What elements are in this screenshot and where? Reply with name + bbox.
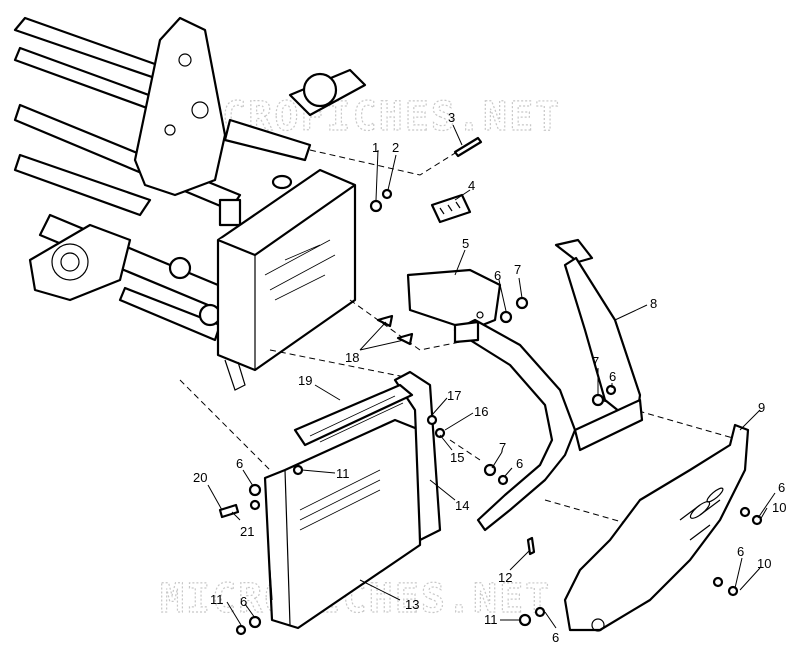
callout-11: 11 xyxy=(336,466,350,481)
callout-7: 7 xyxy=(592,354,599,369)
callout-6: 6 xyxy=(494,268,501,283)
callout-6: 6 xyxy=(778,480,785,495)
callout-1: 1 xyxy=(372,140,379,155)
callout-6: 6 xyxy=(240,594,247,609)
skid-plate-part-9 xyxy=(563,423,763,632)
bumper-part-8 xyxy=(453,238,644,532)
callout-17: 17 xyxy=(447,388,461,403)
callout-7: 7 xyxy=(499,440,506,455)
callout-2: 2 xyxy=(392,140,399,155)
callout-12: 12 xyxy=(498,570,512,585)
vehicle-frame xyxy=(13,16,367,342)
callout-21: 21 xyxy=(240,524,254,539)
callout-8: 8 xyxy=(650,296,657,311)
callout-4: 4 xyxy=(468,178,475,193)
grille-part-19 xyxy=(292,383,414,476)
callout-6: 6 xyxy=(609,369,616,384)
callout-18: 18 xyxy=(345,350,359,365)
callout-6: 6 xyxy=(236,456,243,471)
callouts: 1 2 3 4 5 6 7 8 18 7 6 9 19 17 16 15 14 … xyxy=(193,110,786,645)
callout-5: 5 xyxy=(462,236,469,251)
callout-15: 15 xyxy=(450,450,464,465)
callout-10: 10 xyxy=(757,556,771,571)
hardware-bottom xyxy=(218,503,546,627)
callout-9: 9 xyxy=(758,400,765,415)
callout-leaders xyxy=(207,124,776,629)
callout-19: 19 xyxy=(298,373,312,388)
callout-10: 10 xyxy=(772,500,786,515)
callout-20: 20 xyxy=(193,470,207,485)
callout-11: 11 xyxy=(210,592,224,607)
hardware-top xyxy=(369,136,483,224)
callout-11: 11 xyxy=(484,612,498,627)
callout-16: 16 xyxy=(474,404,488,419)
callout-13: 13 xyxy=(405,597,419,612)
callout-6: 6 xyxy=(516,456,523,471)
bracket-part-14 xyxy=(393,370,446,542)
callout-6: 6 xyxy=(552,630,559,645)
callout-3: 3 xyxy=(448,110,455,125)
callout-14: 14 xyxy=(455,498,469,513)
callout-6: 6 xyxy=(737,544,744,559)
callout-7: 7 xyxy=(514,262,521,277)
plate-part-5 xyxy=(376,268,529,346)
radiator xyxy=(216,168,357,391)
